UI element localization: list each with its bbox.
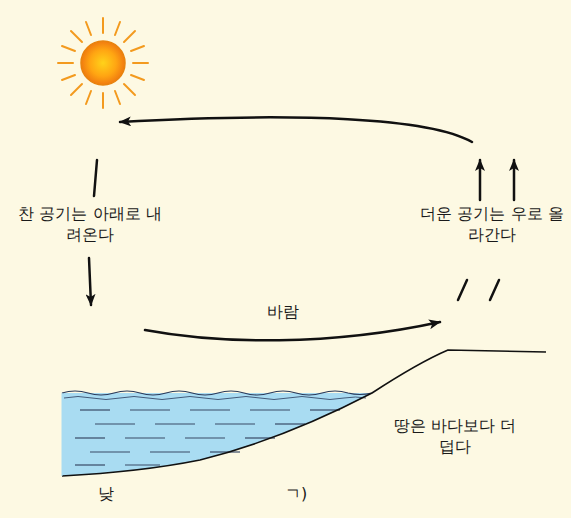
sea-edge <box>62 393 63 476</box>
ground-line <box>62 350 546 476</box>
sun <box>58 18 148 108</box>
wind-label: 바람 <box>253 302 313 323</box>
sea <box>62 393 372 476</box>
sea-waves <box>62 391 372 395</box>
caption-label: 낮 <box>86 484 126 505</box>
sea-waves <box>64 397 366 400</box>
caption-label: ㄱ) <box>276 484 316 505</box>
note-label: 땅은 바다보다 더 덥다 <box>385 416 525 458</box>
circulation-arrows <box>89 117 514 340</box>
note-label: 찬 공기는 아래로 내려온다 <box>15 204 165 246</box>
note-label: 더운 공기는 우로 올라간다 <box>417 204 567 246</box>
water-dashes <box>75 410 340 465</box>
